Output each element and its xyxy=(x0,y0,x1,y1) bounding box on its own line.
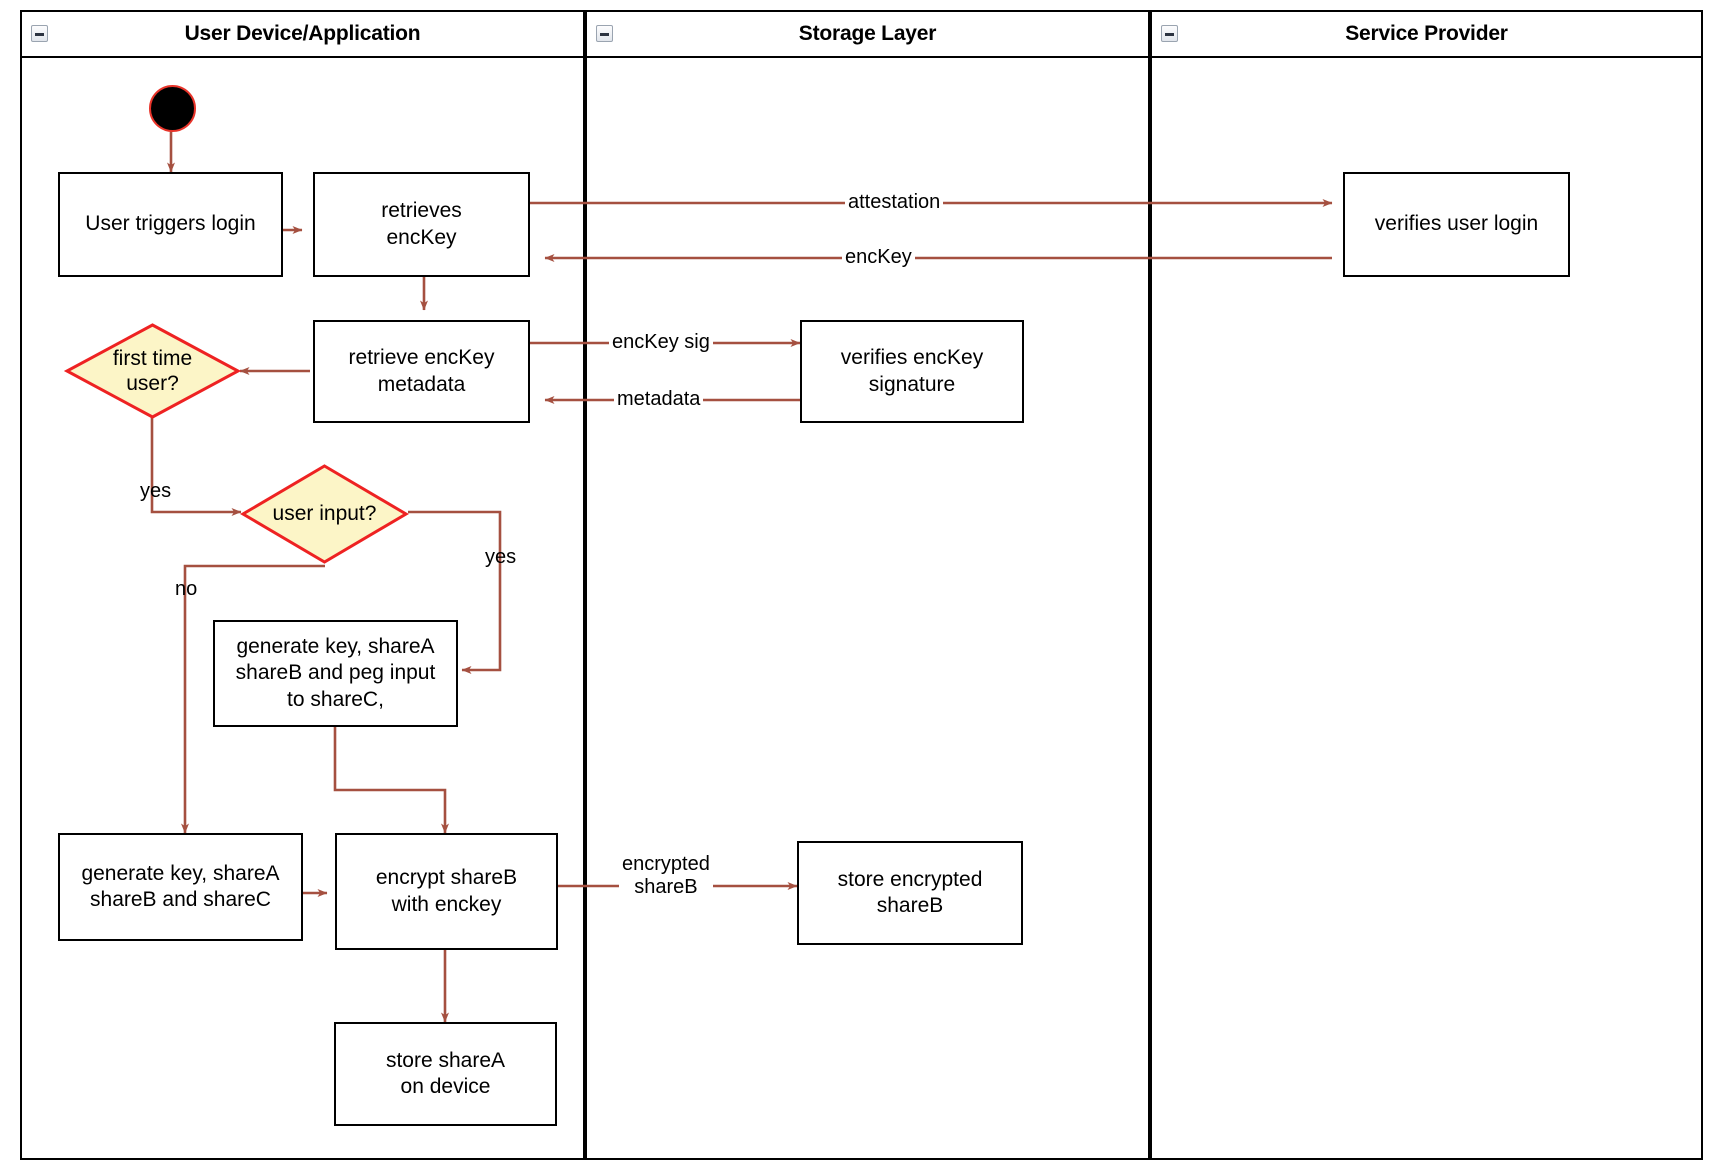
swimlane-header-storage-layer: Storage Layer xyxy=(587,12,1148,58)
action-generate-key-peg-input[interactable]: generate key, shareA shareB and peg inpu… xyxy=(213,620,458,727)
collapse-minus-icon[interactable] xyxy=(31,25,48,42)
action-retrieves-enckey[interactable]: retrieves encKey xyxy=(313,172,530,277)
action-label: retrieves encKey xyxy=(381,199,462,249)
edge-label-enckey: encKey xyxy=(842,246,915,269)
edge-label-yes-user-input: yes xyxy=(485,546,517,568)
action-verifies-enckey-signature[interactable]: verifies encKey signature xyxy=(800,320,1024,423)
edge-label-enckey-sig: encKey sig xyxy=(609,331,713,354)
decision-user-input[interactable]: user input? xyxy=(240,464,409,564)
action-store-sharea-on-device[interactable]: store shareA on device xyxy=(334,1022,557,1126)
action-label: User triggers login xyxy=(85,212,256,236)
edge-label-metadata: metadata xyxy=(614,388,704,411)
action-retrieve-enckey-metadata[interactable]: retrieve encKey metadata xyxy=(313,320,530,423)
action-encrypt-shareb[interactable]: encrypt shareB with enckey xyxy=(335,833,558,950)
action-label: encrypt shareB with enckey xyxy=(375,866,518,916)
action-label: generate key, shareA shareB and shareC xyxy=(81,861,280,911)
collapse-minus-icon[interactable] xyxy=(1161,25,1178,42)
edge-label-yes-first-time: yes xyxy=(140,480,172,502)
action-label: retrieve encKey metadata xyxy=(348,346,495,396)
action-label: verifies encKey signature xyxy=(840,346,984,396)
edge-label-encrypted-shareb: encrypted shareB xyxy=(619,853,713,899)
action-generate-key-shares[interactable]: generate key, shareA shareB and shareC xyxy=(58,833,303,941)
action-label: store shareA on device xyxy=(385,1048,506,1098)
swimlane-title-service-provider: Service Provider xyxy=(1345,22,1508,45)
swimlane-header-user-device: User Device/Application xyxy=(22,12,583,58)
initial-node xyxy=(149,85,196,132)
collapse-minus-icon[interactable] xyxy=(596,25,613,42)
swimlane-header-service-provider: Service Provider xyxy=(1152,12,1701,58)
action-label: store encrypted shareB xyxy=(837,867,983,917)
edge-label-attestation: attestation xyxy=(845,191,944,214)
action-label: generate key, shareA shareB and peg inpu… xyxy=(235,635,436,711)
swimlane-storage-layer: Storage Layer xyxy=(585,10,1150,1160)
action-verifies-user-login[interactable]: verifies user login xyxy=(1343,172,1570,277)
swimlane-title-storage-layer: Storage Layer xyxy=(798,22,937,45)
edge-label-no-user-input: no xyxy=(175,578,198,600)
action-label: verifies user login xyxy=(1374,212,1539,236)
swimlane-title-user-device: User Device/Application xyxy=(184,22,421,45)
decision-first-time-user[interactable]: first time user? xyxy=(63,323,242,419)
action-store-encrypted-shareb[interactable]: store encrypted shareB xyxy=(797,841,1023,945)
action-user-triggers-login[interactable]: User triggers login xyxy=(58,172,283,277)
